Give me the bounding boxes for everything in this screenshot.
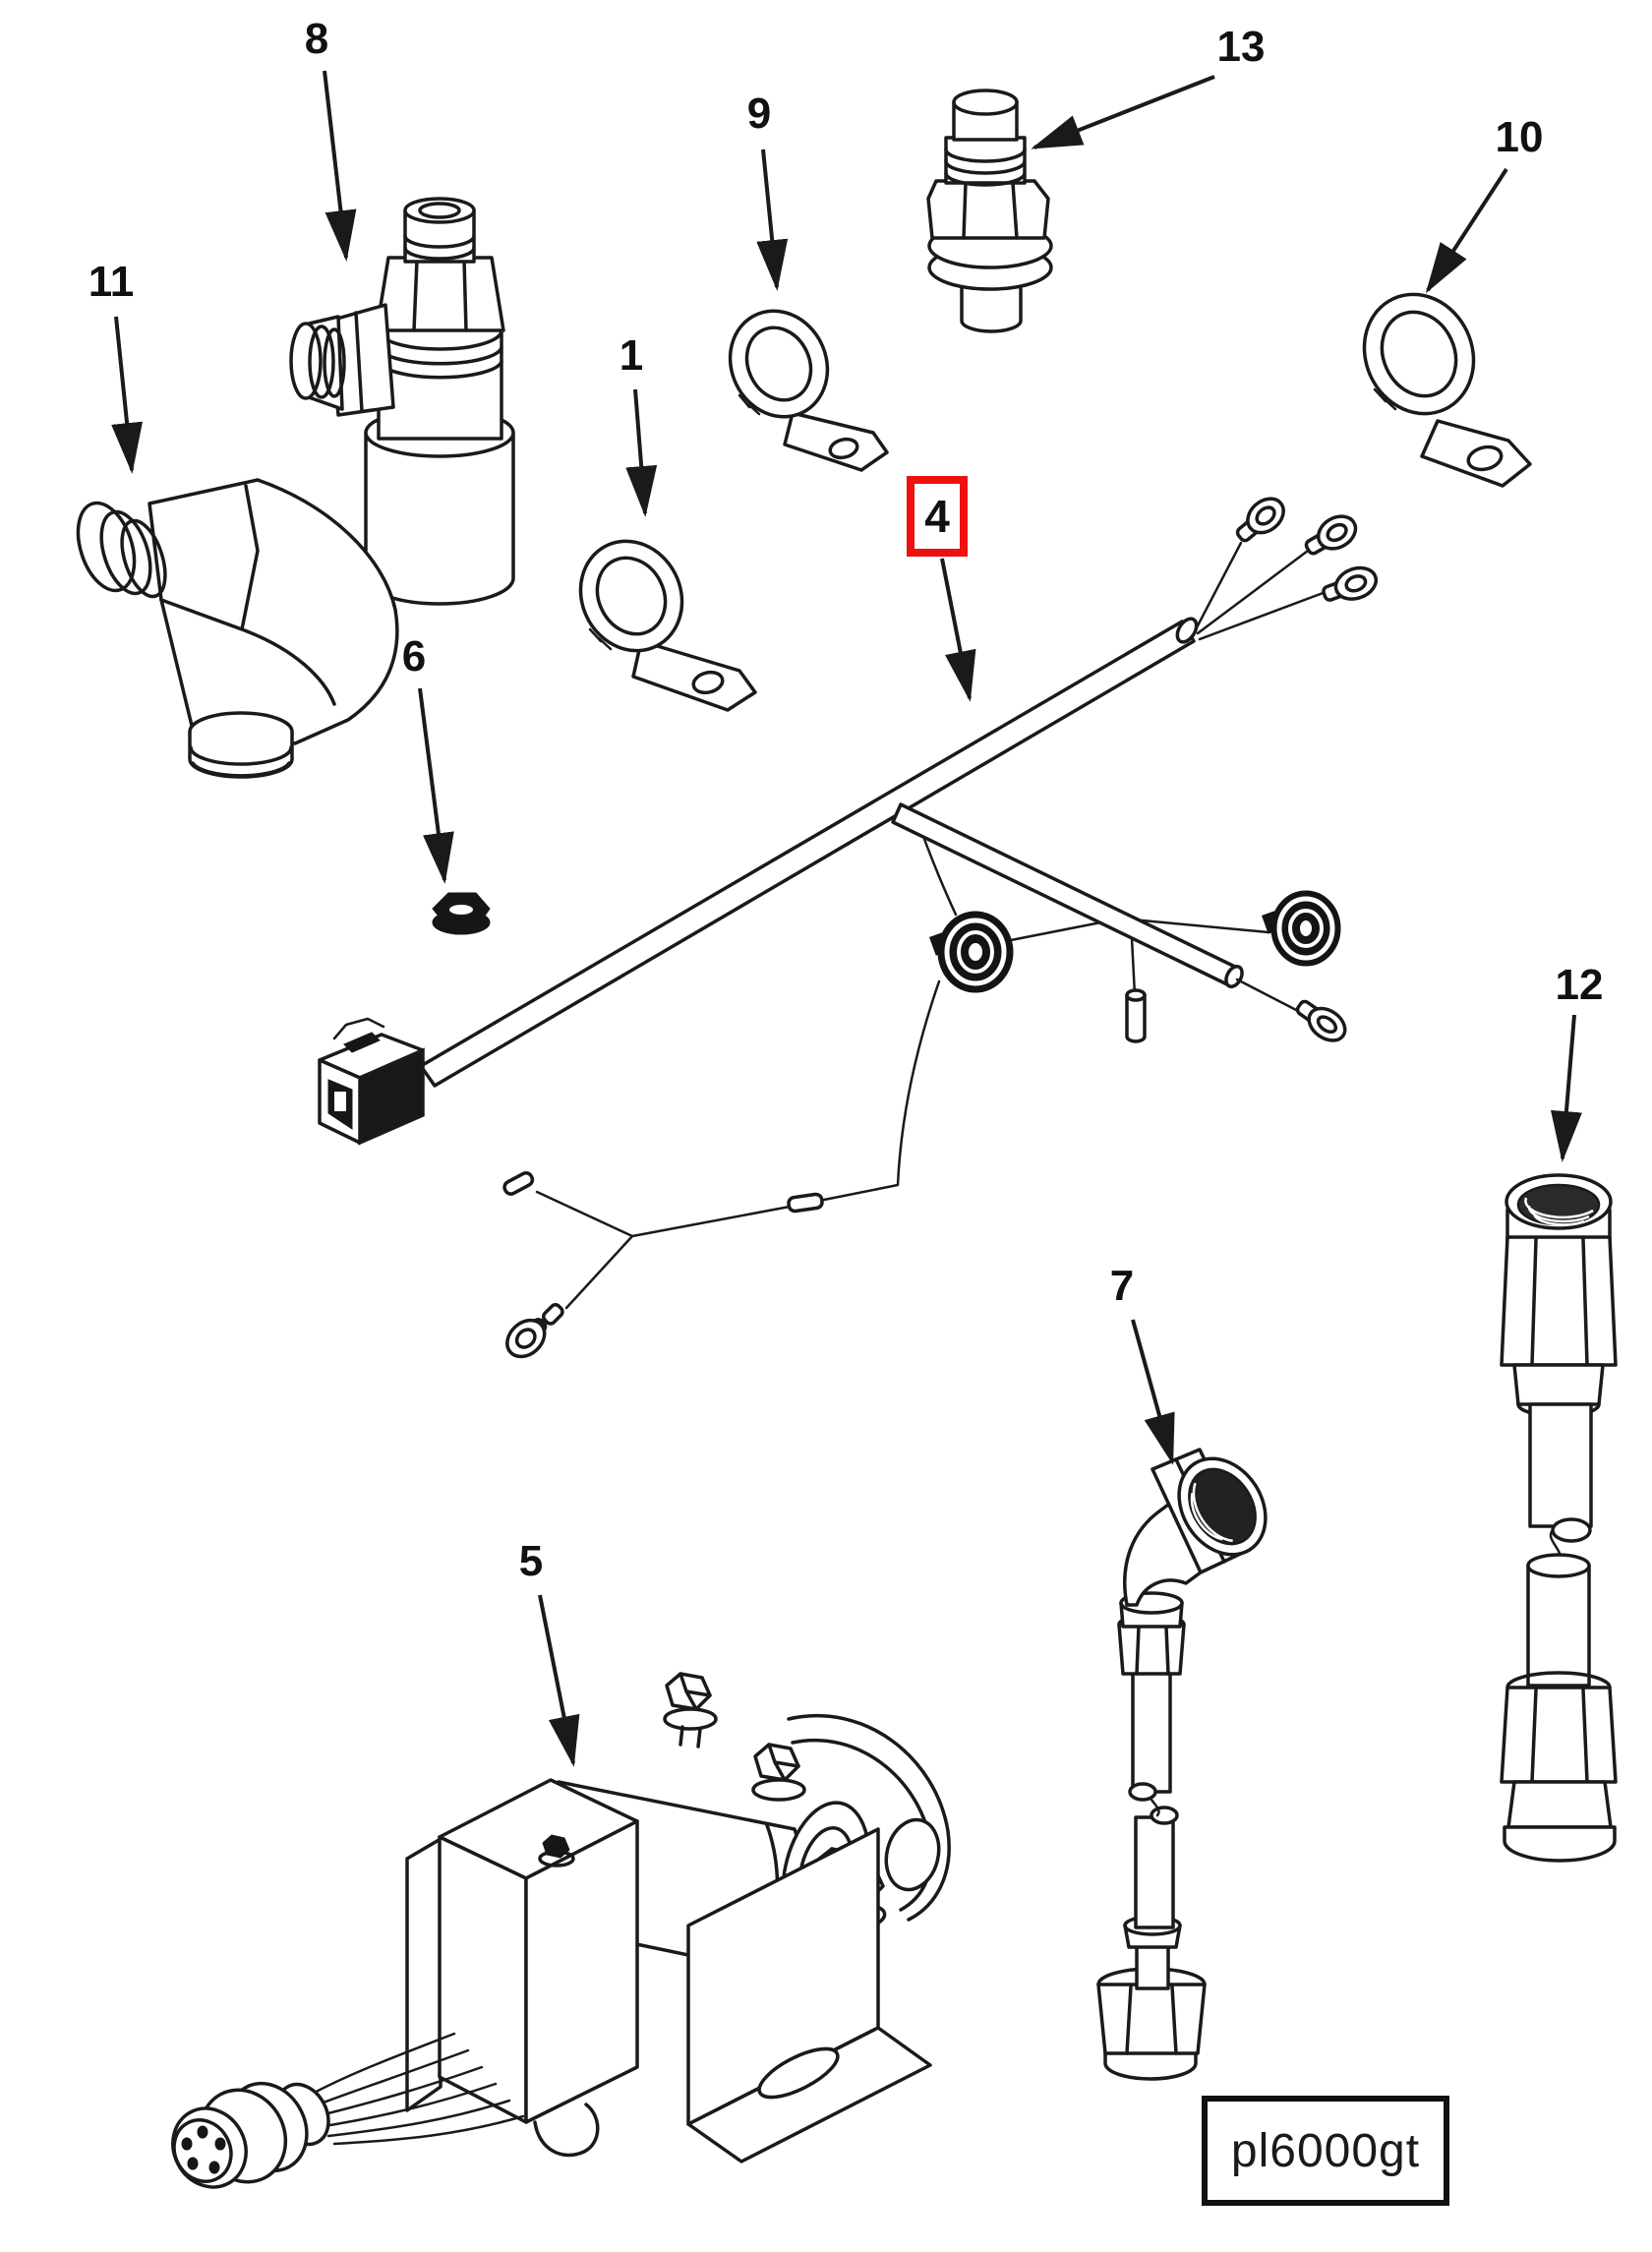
callout-arrows	[111, 70, 1582, 1767]
figure-code-text: pl6000gt	[1230, 2124, 1421, 2177]
part-5-pump	[171, 1672, 951, 2189]
callout-label-11: 11	[88, 258, 135, 306]
part-11-elbow	[76, 478, 399, 779]
callout-label-10: 10	[1495, 113, 1544, 161]
callout-label-8: 8	[304, 15, 329, 63]
pump-connector	[171, 2081, 330, 2189]
round-connector-b	[1262, 890, 1341, 967]
callout-label-1: 1	[619, 331, 644, 380]
callout-arrow-6	[418, 687, 454, 884]
part-4-harness	[318, 497, 1379, 1359]
round-connector-a	[929, 911, 1014, 993]
part-10-clamp	[1362, 292, 1532, 488]
callout-label-4: 4	[924, 491, 950, 542]
callout-arrow-7	[1131, 1319, 1175, 1465]
callout-arrow-11	[111, 316, 144, 474]
callout-label-13: 13	[1216, 23, 1266, 71]
callout-label-6: 6	[401, 632, 427, 681]
callout-arrow-8	[323, 70, 357, 262]
figure-code-box: pl6000gt	[1202, 2096, 1449, 2206]
callout-label-12: 12	[1555, 961, 1604, 1009]
harness-connector	[318, 1017, 425, 1146]
part-9-clamp	[728, 309, 889, 472]
part-6-nut	[432, 892, 491, 935]
callout-label-7: 7	[1109, 1262, 1135, 1310]
part-13-sensor-plug	[926, 89, 1053, 333]
callout-label-9: 9	[746, 89, 772, 138]
callout-arrow-13	[1031, 75, 1215, 149]
callout-arrow-5	[538, 1594, 580, 1767]
callout-arrow-1	[625, 388, 658, 517]
part-1-clamp	[578, 539, 757, 712]
callout-arrow-10	[1425, 167, 1508, 294]
callout-arrow-9	[756, 148, 789, 291]
highlight-box-callout-4: 4	[907, 476, 968, 557]
callout-label-5: 5	[518, 1537, 544, 1585]
part-8-fitting	[289, 197, 515, 606]
part-12-hose	[1500, 1173, 1618, 1863]
part-7-hose	[1096, 1448, 1268, 2081]
callout-arrow-12	[1550, 1014, 1582, 1162]
callout-arrow-4	[940, 558, 976, 702]
